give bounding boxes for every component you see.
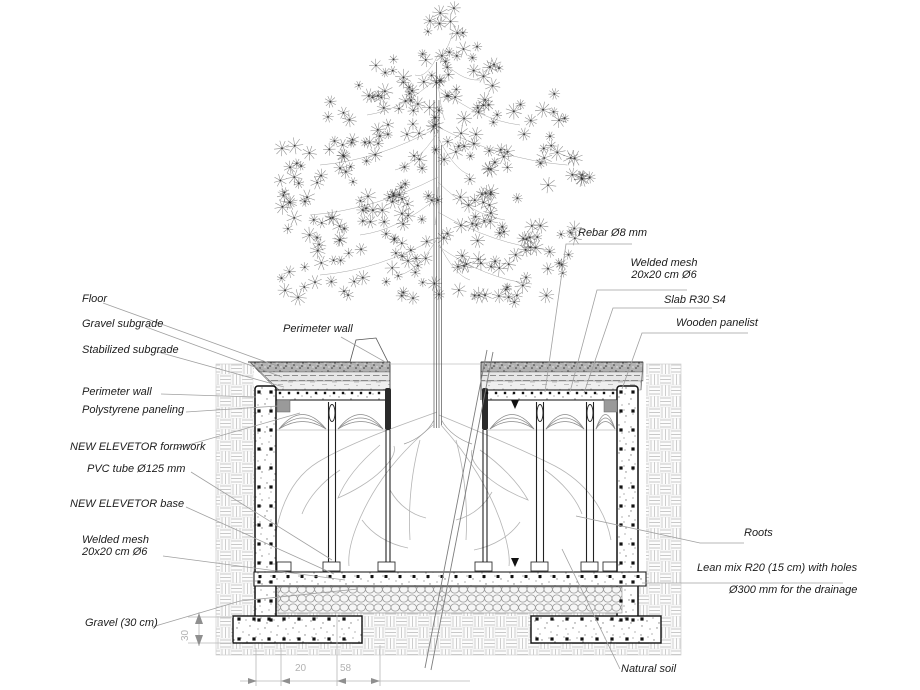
polystyrene-panel-right bbox=[603, 399, 618, 413]
tree-branches bbox=[309, 31, 568, 285]
label-new-elevetor-formwork: NEW ELEVETOR formwork bbox=[70, 441, 206, 453]
label-natural-soil: Natural soil bbox=[621, 663, 677, 675]
label-perimeter-wall-left: Perimeter wall bbox=[82, 386, 152, 398]
rebar-dots bbox=[237, 390, 644, 641]
label-pvc-tube: PVC tube Ø125 mm bbox=[87, 463, 186, 475]
label-slab: Slab R30 S4 bbox=[664, 294, 726, 306]
break-lines bbox=[424, 349, 494, 671]
label-welded-mesh-right-line2: 20x20 cm Ø6 bbox=[631, 269, 697, 281]
leader-lines bbox=[102, 243, 843, 670]
label-perimeter-wall-center: Perimeter wall bbox=[283, 323, 353, 335]
dim-30: 30 bbox=[180, 629, 191, 641]
label-welded-mesh-left-line1: Welded mesh bbox=[82, 534, 150, 546]
flow-arrows bbox=[511, 400, 519, 567]
label-welded-mesh-right: Welded mesh 20x20 cm Ø6 bbox=[625, 257, 703, 281]
wooden-edge-panels bbox=[385, 388, 488, 562]
polystyrene-panel-left bbox=[276, 399, 291, 413]
label-wooden-panelist: Wooden panelist bbox=[676, 317, 758, 329]
label-rebar: Rebar Ø8 mm bbox=[578, 227, 648, 239]
tree-crown bbox=[273, 1, 596, 308]
label-lean-mix-line2: Ø300 mm for the drainage bbox=[729, 584, 858, 596]
label-gravel-30: Gravel (30 cm) bbox=[85, 617, 158, 629]
label-stabilized-subgrade: Stabilized subgrade bbox=[82, 344, 179, 356]
left-slab bbox=[275, 389, 391, 401]
curb-left bbox=[349, 337, 389, 363]
dimension-lines bbox=[188, 612, 470, 686]
label-welded-mesh-left-line2: 20x20 cm Ø6 bbox=[82, 546, 148, 558]
label-welded-mesh-right-line1: Welded mesh bbox=[630, 257, 698, 269]
label-lean-mix-line1: Lean mix R20 (15 cm) with holes bbox=[697, 562, 858, 574]
right-slab bbox=[482, 389, 621, 401]
arch-formwork bbox=[278, 414, 616, 430]
label-gravel-subgrade: Gravel subgrade bbox=[82, 318, 164, 330]
label-welded-mesh-left: Welded mesh 20x20 cm Ø6 bbox=[82, 534, 149, 558]
dim-58: 58 bbox=[340, 663, 352, 674]
label-new-elevetor-base: NEW ELEVETOR base bbox=[70, 498, 185, 510]
label-polystyrene-paneling: Polystyrene paneling bbox=[82, 404, 185, 416]
dim-20: 20 bbox=[295, 663, 307, 674]
label-floor: Floor bbox=[82, 293, 108, 305]
gravel-layer bbox=[277, 586, 623, 614]
label-roots: Roots bbox=[744, 527, 773, 539]
